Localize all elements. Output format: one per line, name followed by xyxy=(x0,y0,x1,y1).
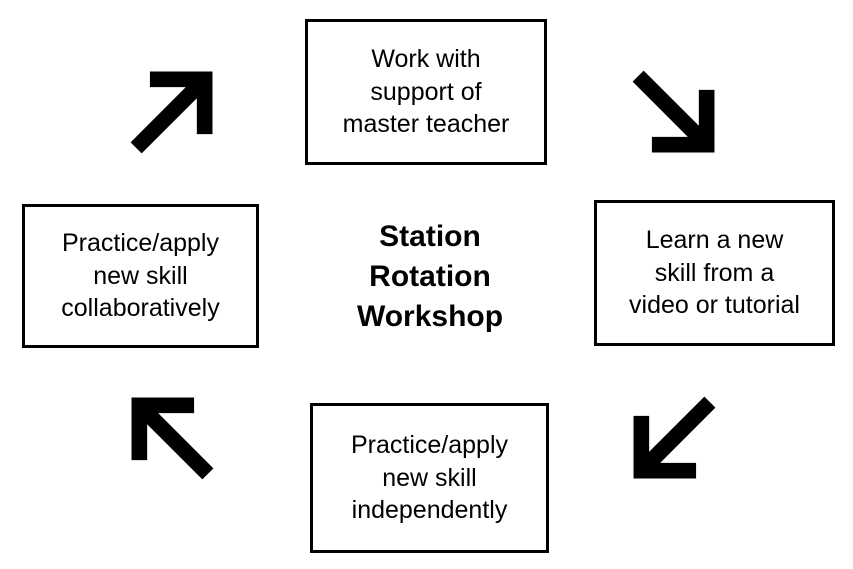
node-box-left[interactable]: Practice/apply new skill collaboratively xyxy=(22,204,259,348)
node-box-right[interactable]: Learn a new skill from a video or tutori… xyxy=(594,200,835,346)
diagram-center-title: Station Rotation Workshop xyxy=(330,214,530,340)
arrow-northwest-icon xyxy=(126,392,218,484)
node-box-bottom[interactable]: Practice/apply new skill independently xyxy=(310,403,549,553)
arrow-southeast-icon xyxy=(628,66,720,158)
node-box-top[interactable]: Work with support of master teacher xyxy=(305,19,547,165)
node-label-bottom: Practice/apply new skill independently xyxy=(350,431,509,525)
arrow-northeast-icon xyxy=(126,66,218,158)
node-label-right: Learn a new skill from a video or tutori… xyxy=(629,226,800,320)
center-title-text: Station Rotation Workshop xyxy=(356,220,504,333)
node-label-left: Practice/apply new skill collaboratively xyxy=(61,229,220,323)
arrow-southwest-icon xyxy=(628,392,720,484)
node-label-top: Work with support of master teacher xyxy=(342,45,510,139)
